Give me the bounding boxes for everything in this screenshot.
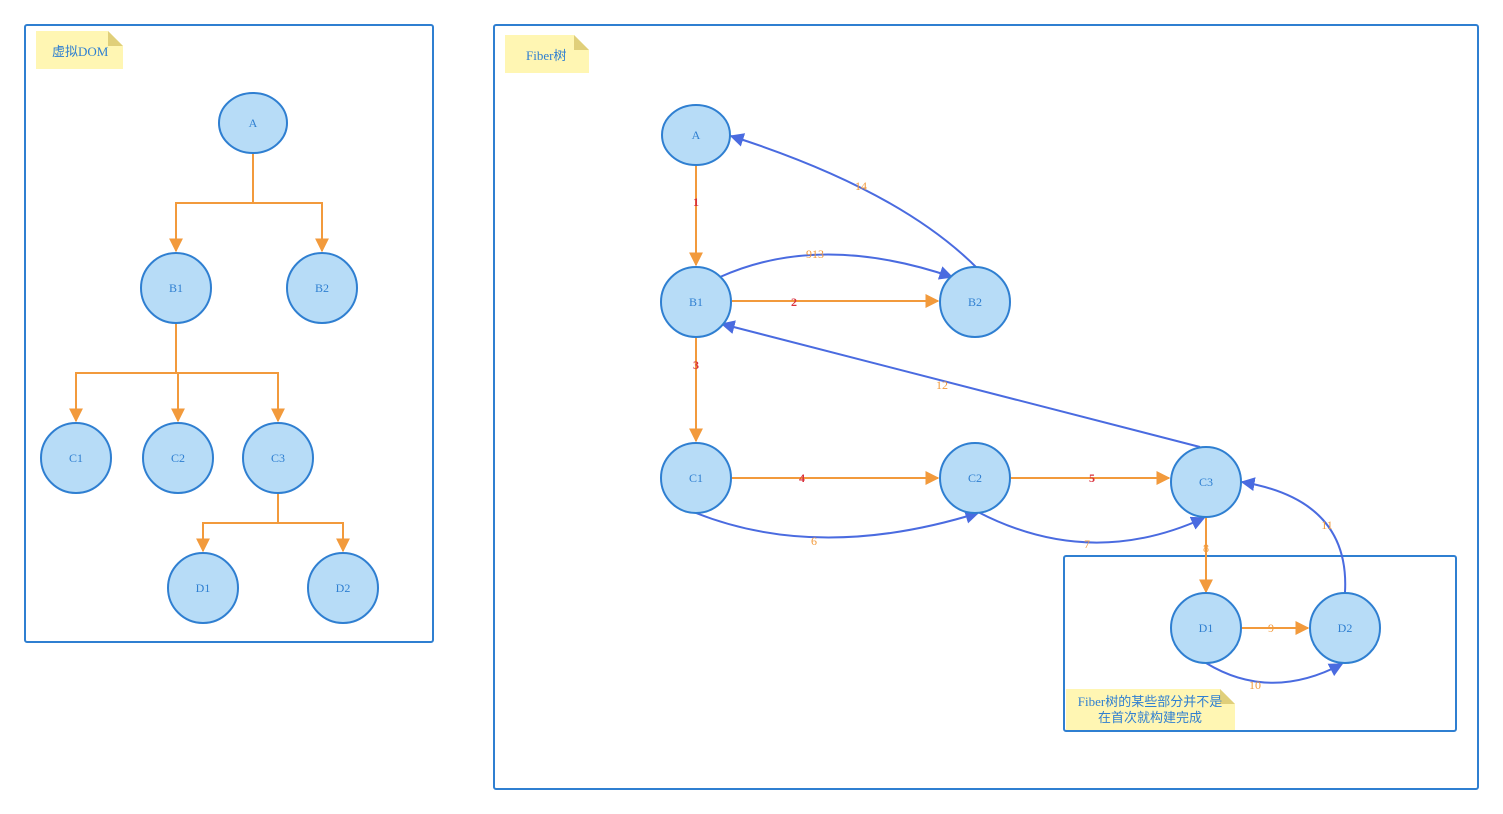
vdom-node-c1-label: C1	[69, 451, 83, 465]
vdom-node-a-label: A	[249, 116, 258, 130]
edge-label-2: 2	[791, 295, 797, 309]
vdom-node-c3-label: C3	[271, 451, 285, 465]
fiber-node-b2: B2	[939, 266, 1011, 338]
fiber-edge-c1-c2-curve	[695, 510, 980, 539]
vdom-node-d1-label: D1	[196, 581, 211, 595]
fiber-node-c2: C2	[939, 442, 1011, 514]
edge-b1-c1	[69, 323, 177, 423]
fiber-node-c3: C3	[1170, 446, 1242, 518]
vdom-node-d1: D1	[167, 552, 239, 624]
edge-label-8: 8	[1203, 541, 1209, 555]
edge-label-1: 1	[693, 195, 699, 209]
fiber-node-b1-label: B1	[689, 295, 703, 309]
fiber-node-c1: C1	[660, 442, 732, 514]
fiber-node-b2-label: B2	[968, 295, 982, 309]
edge-label-13: 913	[806, 247, 824, 261]
vdom-node-c2-label: C2	[171, 451, 185, 465]
virtual-dom-note: 虚拟DOM	[36, 31, 123, 69]
virtual-dom-edges	[69, 153, 350, 553]
vdom-node-b1: B1	[140, 252, 212, 324]
vdom-node-b2-label: B2	[315, 281, 329, 295]
fiber-node-d1: D1	[1170, 592, 1242, 664]
fiber-tree-frame	[493, 24, 1479, 790]
vdom-node-d2-label: D2	[336, 581, 351, 595]
vdom-node-b2: B2	[286, 252, 358, 324]
fiber-edge-d2-c3	[1240, 477, 1347, 593]
edge-b1-c2	[171, 372, 185, 423]
partial-subtree-note-line1: Fiber树的某些部分并不是	[1078, 694, 1222, 709]
edge-label-14: 14	[855, 179, 867, 193]
edge-c3-d2	[278, 522, 350, 553]
virtual-dom-panel: 虚拟DOM A B1 B2 C1	[24, 24, 434, 643]
fiber-edge-b2-a	[729, 133, 979, 270]
fiber-edge-labels: 1 2 3 4 5 6 7 8 9 10 11 12 913 14	[693, 179, 1333, 692]
edge-c3-d1	[196, 493, 279, 553]
edge-label-9: 9	[1268, 621, 1274, 635]
edge-a-b1	[169, 153, 254, 253]
fiber-tree-note-text: Fiber树	[526, 48, 566, 63]
fiber-edge-d1-d2-curve	[1205, 662, 1344, 684]
vdom-node-c2: C2	[142, 422, 214, 494]
edge-b1-c3	[176, 372, 285, 423]
edge-label-10: 10	[1249, 678, 1261, 692]
partial-subtree-note-line2: 在首次就构建完成	[1098, 710, 1202, 725]
fiber-node-d2-label: D2	[1338, 621, 1353, 635]
fiber-node-b1: B1	[660, 266, 732, 338]
fiber-node-c1-label: C1	[689, 471, 703, 485]
fiber-edge-b1-b2-curve	[719, 253, 954, 280]
edge-label-5: 5	[1089, 471, 1095, 485]
vdom-node-c1: C1	[40, 422, 112, 494]
fiber-edge-c3-b1	[720, 320, 1201, 448]
fiber-edge-c2-c3-curve	[977, 511, 1206, 544]
vdom-node-d2: D2	[307, 552, 379, 624]
partial-subtree-frame	[1063, 555, 1457, 732]
fiber-node-a: A	[661, 104, 731, 166]
vdom-node-a: A	[218, 92, 288, 154]
edge-label-3: 3	[693, 358, 699, 372]
edge-label-6: 6	[811, 534, 817, 548]
edge-a-b2	[253, 202, 329, 253]
fiber-child-sibling-edges	[689, 166, 1310, 635]
partial-subtree-note: Fiber树的某些部分并不是 在首次就构建完成	[1066, 689, 1235, 730]
fiber-tree-note: Fiber树	[505, 35, 589, 73]
fiber-node-c2-label: C2	[968, 471, 982, 485]
edge-label-4: 4	[799, 471, 805, 485]
vdom-node-c3: C3	[242, 422, 314, 494]
fiber-node-c3-label: C3	[1199, 475, 1213, 489]
fiber-node-a-label: A	[692, 128, 701, 142]
virtual-dom-note-text: 虚拟DOM	[52, 44, 109, 59]
fiber-tree-panel: Fiber树 Fiber树的某些部分并不是 在首次就构建完成	[493, 24, 1479, 790]
edge-label-7: 7	[1084, 537, 1090, 551]
edge-label-11: 11	[1321, 518, 1333, 532]
fiber-node-d2: D2	[1309, 592, 1381, 664]
virtual-dom-frame	[24, 24, 434, 643]
vdom-node-b1-label: B1	[169, 281, 183, 295]
fiber-return-edges	[695, 133, 1347, 684]
edge-label-12: 12	[936, 378, 948, 392]
fiber-node-d1-label: D1	[1199, 621, 1214, 635]
